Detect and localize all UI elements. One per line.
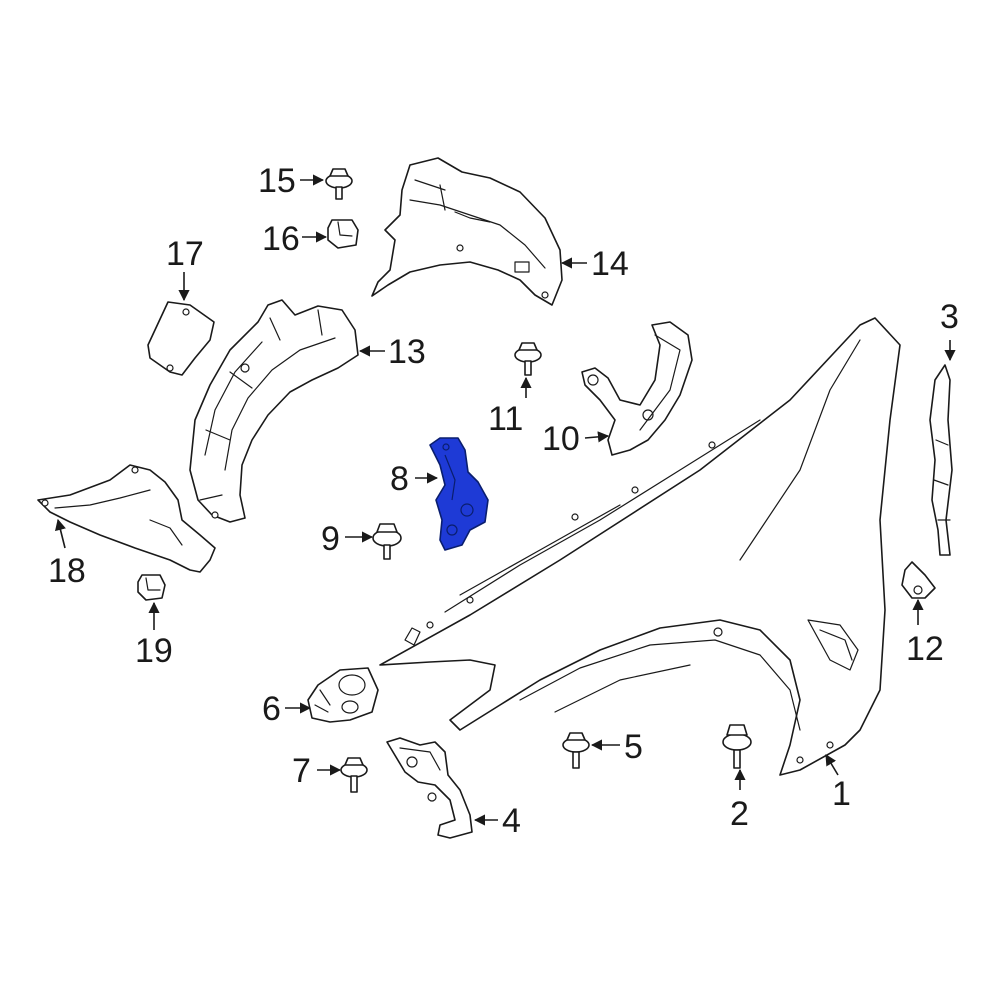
callout-13: 13: [388, 333, 426, 371]
lower-bracket-part[interactable]: [386, 737, 473, 839]
rear-arch-liner-part[interactable]: [371, 157, 563, 306]
seal-strip-part[interactable]: [929, 364, 953, 556]
clip-part[interactable]: [901, 561, 936, 599]
callout-7: 7: [292, 752, 311, 790]
cover-plate-part[interactable]: [147, 301, 215, 376]
highlighted-bracket-part[interactable]: [429, 437, 489, 551]
callout-5: 5: [624, 728, 643, 766]
nut-clip-19[interactable]: [137, 574, 166, 601]
bolt-15[interactable]: [325, 168, 353, 200]
callout-11: 11: [488, 400, 523, 438]
callout-18: 18: [48, 552, 86, 590]
callout-19: 19: [135, 632, 173, 670]
callout-1: 1: [832, 775, 851, 813]
bolt-9[interactable]: [372, 523, 402, 560]
leader-lines: [55, 174, 956, 826]
callout-4: 4: [502, 802, 521, 840]
callout-6: 6: [262, 690, 281, 728]
wheel-arch-liner-part[interactable]: [189, 299, 359, 523]
callout-3: 3: [940, 298, 959, 336]
nut-clip-16[interactable]: [327, 219, 359, 249]
callout-15: 15: [258, 162, 296, 200]
fender-part[interactable]: [379, 317, 901, 776]
upper-bracket-part[interactable]: [581, 321, 693, 456]
bolt-11[interactable]: [514, 342, 542, 376]
bolt-7[interactable]: [340, 757, 368, 793]
screw-2[interactable]: [722, 724, 752, 769]
callout-10: 10: [542, 420, 580, 458]
callout-12: 12: [906, 630, 944, 668]
callout-9: 9: [321, 520, 340, 558]
bolt-5[interactable]: [562, 732, 590, 769]
callout-16: 16: [262, 220, 300, 258]
callout-14: 14: [591, 245, 629, 283]
callout-labels: 1 2 3 4 5 6 7 8 9 10 11 12 13 14 15 16 1…: [48, 162, 959, 840]
underbody-shield-part[interactable]: [37, 464, 216, 573]
callout-2: 2: [730, 795, 749, 833]
bumper-bracket-part[interactable]: [307, 667, 379, 723]
callout-17: 17: [166, 235, 204, 273]
callout-8: 8: [390, 460, 409, 498]
